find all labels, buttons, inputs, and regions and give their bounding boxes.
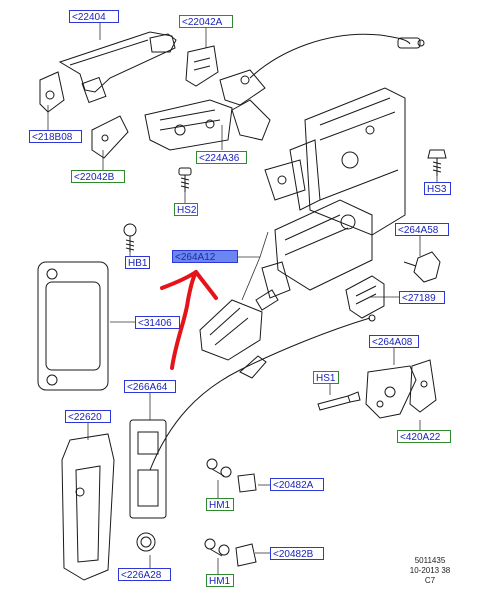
outside-handle-front [58, 31, 177, 104]
retaining-clip [345, 275, 385, 319]
inside-handle-bezel [129, 419, 167, 519]
red-annotation-arrow [160, 270, 218, 370]
reference-date: 10-2013 38 [409, 566, 451, 575]
label-part-27189[interactable]: <27189 [399, 291, 445, 304]
label-part-20482A[interactable]: <20482A [270, 478, 324, 491]
handle-gasket-22042A [185, 45, 219, 87]
striker-bracket [365, 365, 417, 419]
cover-cap-20482B [235, 543, 257, 567]
striker-plate [409, 359, 437, 413]
screw-HS2 [178, 167, 192, 192]
screw-HS3 [427, 149, 447, 176]
label-part-224A36[interactable]: <224A36 [196, 151, 247, 164]
handle-end-cap [39, 71, 65, 113]
cover-cap-20482A [237, 473, 257, 493]
diagram-reference-code: 5011435 10-2013 38 C7 [400, 556, 460, 586]
label-part-22404[interactable]: <22404 [69, 10, 119, 23]
door-lock-actuator [199, 289, 279, 361]
inside-handle-rear [61, 433, 115, 581]
label-part-HS1[interactable]: HS1 [313, 371, 339, 384]
label-part-264A12-selected[interactable]: <264A12 [172, 250, 238, 263]
inside-handle [37, 261, 109, 391]
label-part-266A64[interactable]: <266A64 [124, 380, 176, 393]
handle-gasket-22042B [91, 115, 129, 159]
release-cable-upper [249, 33, 425, 79]
handle-bracket-mechanism [144, 69, 271, 151]
screw-HS1 [317, 391, 361, 411]
reference-number: 5011435 [414, 556, 446, 565]
label-part-218B08[interactable]: <218B08 [29, 130, 82, 143]
label-part-22042A[interactable]: <22042A [179, 15, 233, 28]
label-part-HS2[interactable]: HS2 [174, 203, 198, 216]
label-part-HM1-upper[interactable]: HM1 [206, 498, 234, 511]
label-part-HS3[interactable]: HS3 [424, 182, 451, 195]
label-part-HB1[interactable]: HB1 [125, 256, 150, 269]
label-part-264A58[interactable]: <264A58 [395, 223, 449, 236]
bolt-HB1 [123, 223, 137, 252]
screw-HM1-upper [206, 458, 232, 478]
lock-knob [403, 251, 441, 283]
release-cable-lower [149, 314, 376, 471]
reference-revision: C7 [424, 576, 436, 585]
lock-assembly [261, 87, 406, 299]
grommet-226A28 [136, 532, 156, 552]
label-part-226A28[interactable]: <226A28 [118, 568, 171, 581]
label-part-22042B[interactable]: <22042B [71, 170, 125, 183]
label-part-31406[interactable]: <31406 [135, 316, 180, 329]
screw-HM1-lower [204, 538, 230, 557]
label-part-420A22[interactable]: <420A22 [397, 430, 451, 443]
label-part-HM1-lower[interactable]: HM1 [206, 574, 234, 587]
label-part-264A08[interactable]: <264A08 [369, 335, 419, 348]
label-part-22620[interactable]: <22620 [65, 410, 111, 423]
label-part-20482B[interactable]: <20482B [270, 547, 324, 560]
leader-lines [47, 23, 438, 575]
